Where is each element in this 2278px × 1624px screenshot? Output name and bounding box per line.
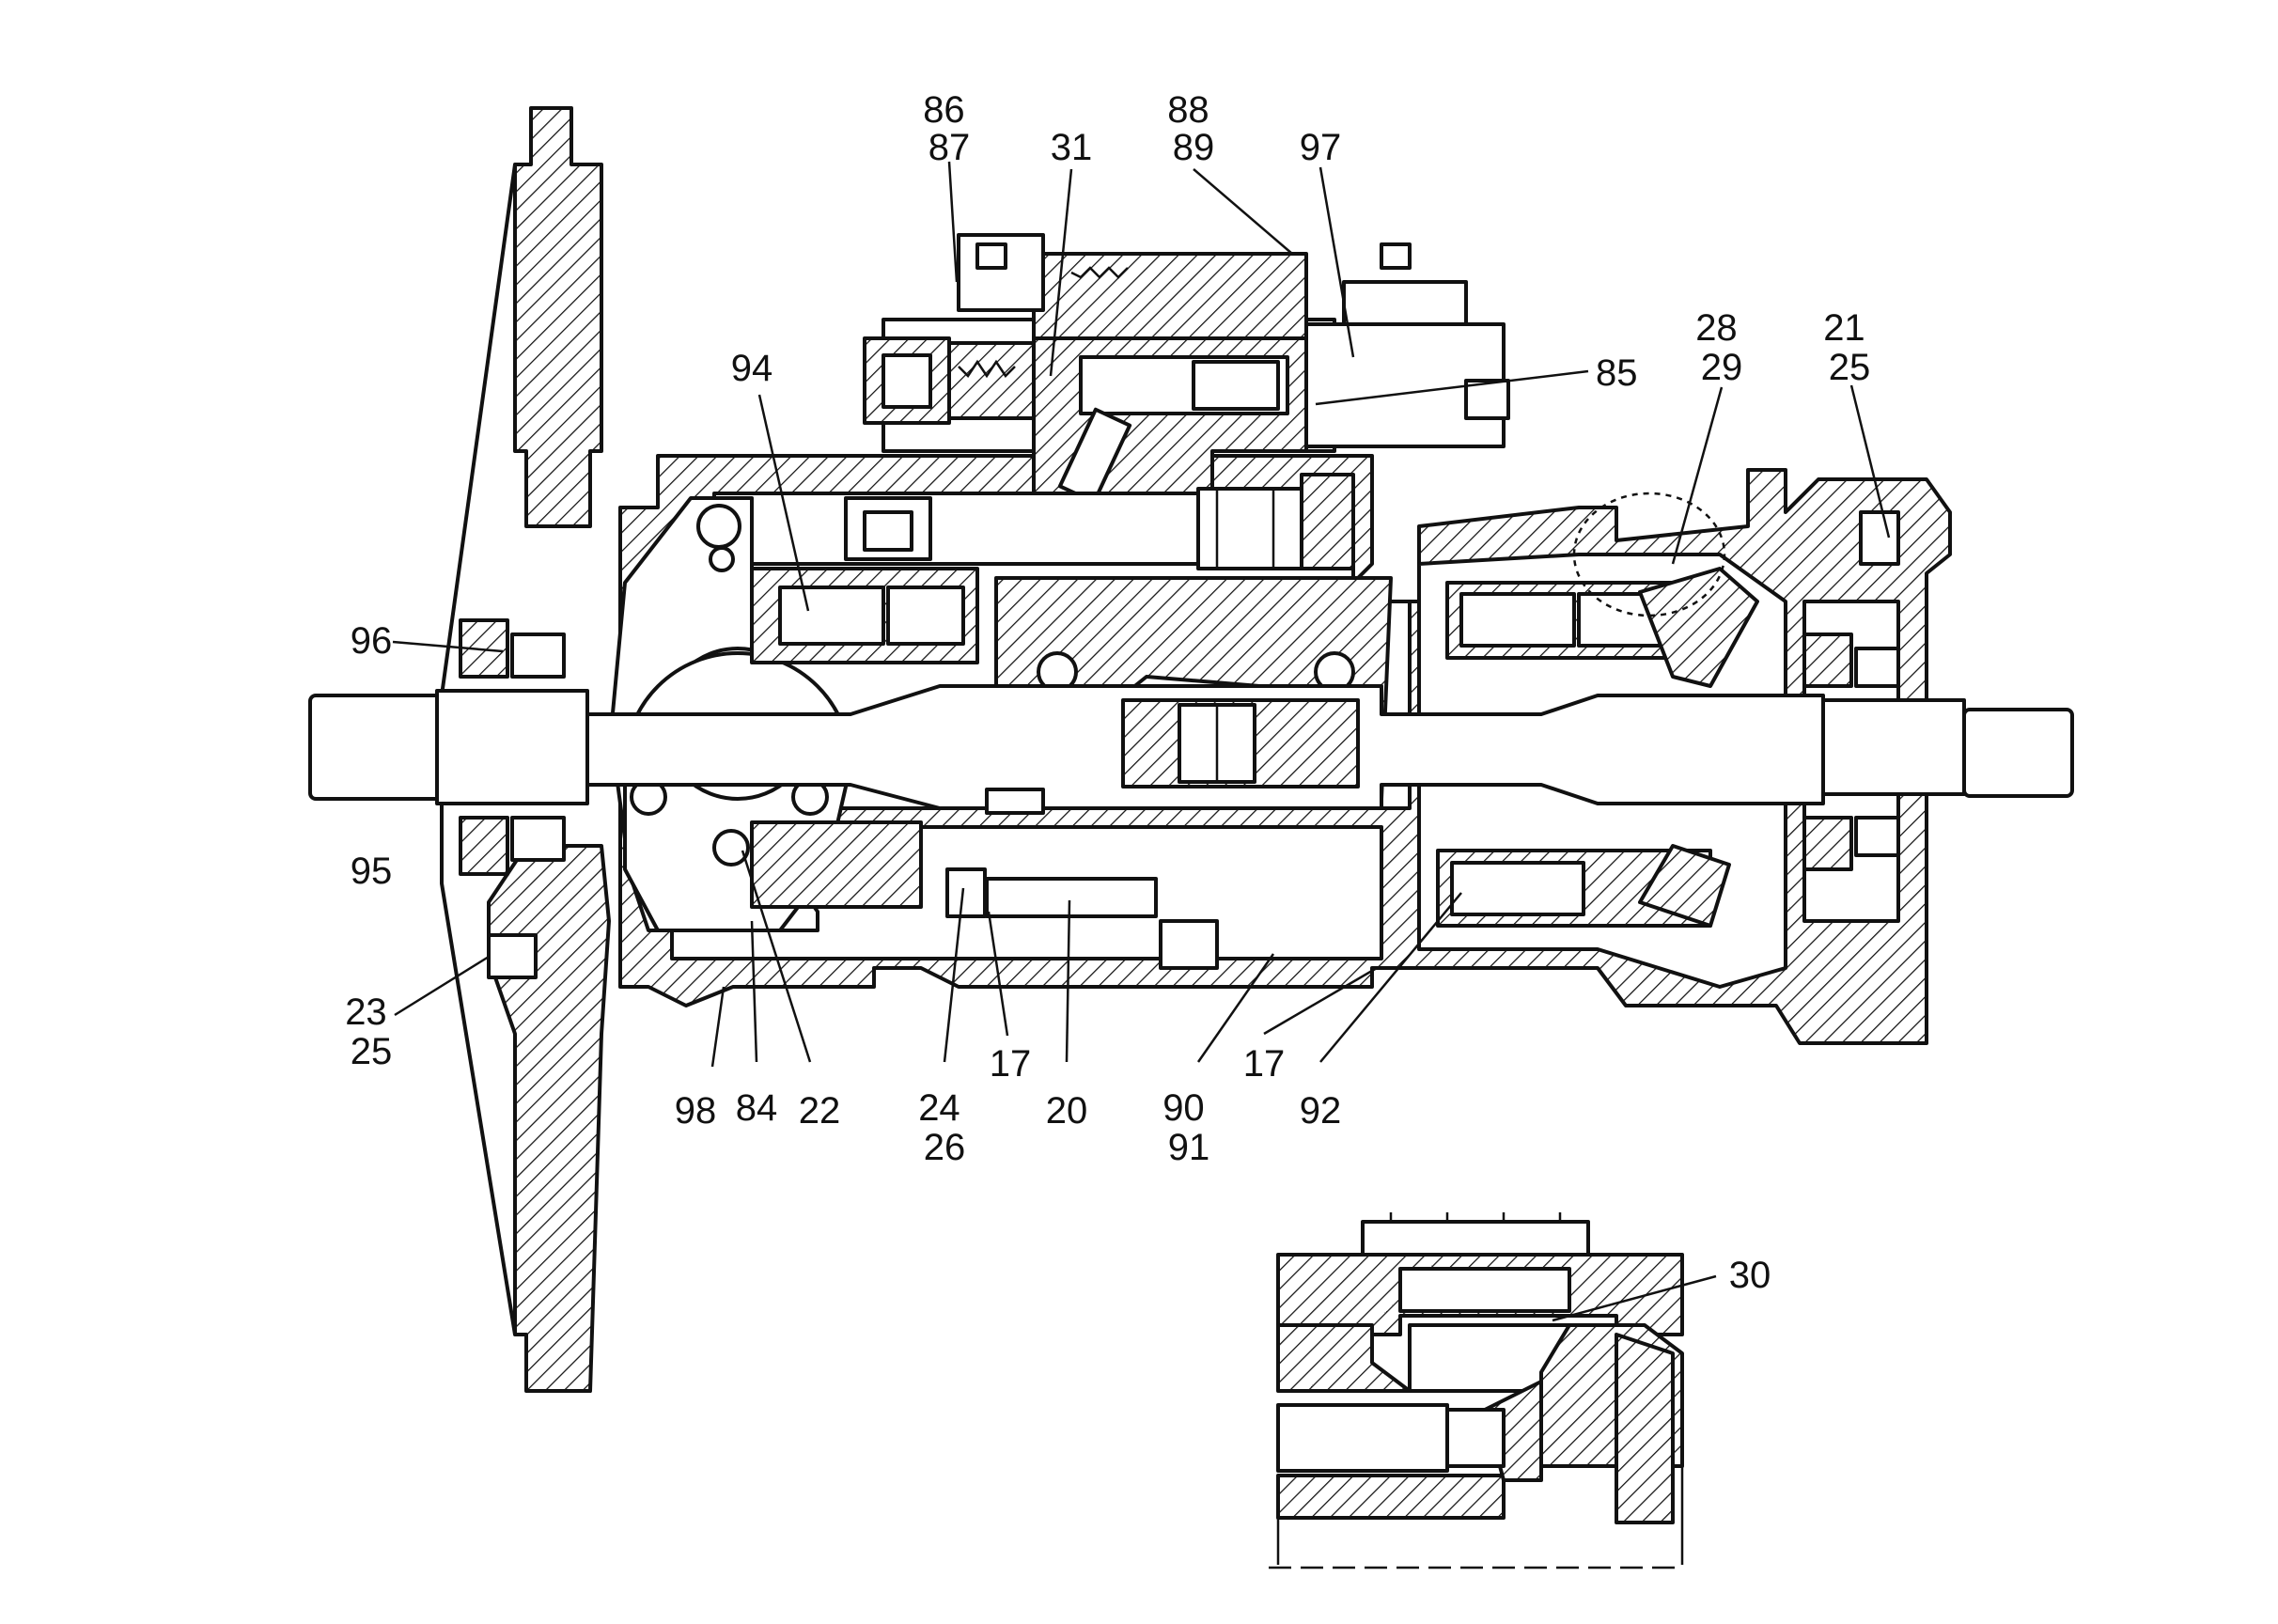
callout-97: 97 [1300,127,1342,168]
callout-86-87: 86 87 [923,89,975,168]
callout-24-26: 24 26 [918,1087,971,1168]
callout-95: 95 [351,851,393,892]
callout-84: 84 [736,1087,778,1129]
callout-90-91: 90 91 [1162,1087,1215,1168]
cylinder-blocks [750,492,1759,928]
callout-85: 85 [1596,352,1638,394]
callout-94: 94 [731,348,773,389]
callout-23-25: 23 25 [345,992,398,1072]
callout-96: 96 [351,620,393,662]
callout-labels: 86 87 31 88 89 97 94 85 28 29 21 25 96 [345,89,1876,1296]
callout-31: 31 [1051,127,1093,168]
callout-20: 20 [1046,1090,1088,1132]
callout-17-right: 17 [1243,1043,1286,1085]
control-valve-block [863,233,1510,542]
callout-22: 22 [799,1090,841,1132]
callout-30: 30 [1729,1255,1771,1296]
callout-92: 92 [1300,1090,1342,1132]
servo-piston [712,473,1355,570]
callout-28-29: 28 29 [1695,307,1748,388]
leader-lines [392,161,1891,1322]
detail-inset [1269,1212,1684,1569]
callout-17-left: 17 [990,1043,1032,1085]
fasteners [487,510,1900,979]
callout-88-89: 88 89 [1167,89,1220,168]
bearings [459,618,1900,876]
callout-98: 98 [675,1090,717,1132]
main-shaft [308,684,2074,810]
callout-21-25: 21 25 [1823,307,1876,388]
